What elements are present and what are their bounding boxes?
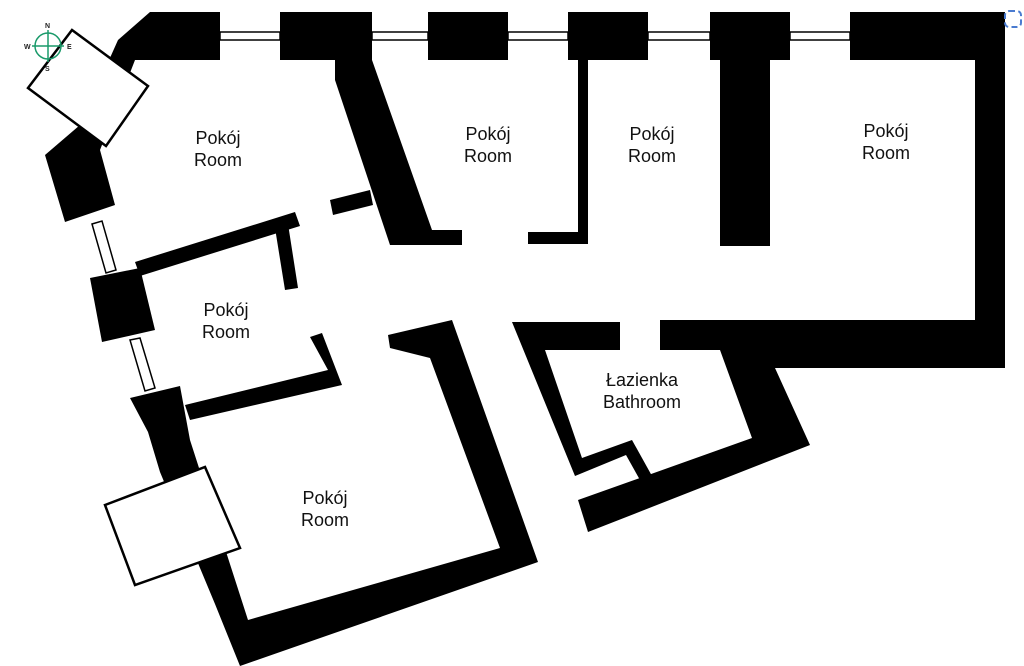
window: [91, 220, 117, 274]
wall-middle-bottom: [185, 333, 342, 420]
wall-bottom-left: [130, 320, 538, 666]
wall-left-block: [90, 268, 155, 342]
compass-s: S: [45, 66, 50, 73]
compass-icon: [32, 30, 64, 62]
wall-right: [578, 12, 1005, 532]
wall-top-left: [45, 12, 220, 222]
window: [371, 31, 429, 41]
wall-column-1: [280, 12, 462, 245]
balcony-bottom-left: [103, 465, 242, 587]
compass-e: E: [67, 44, 72, 51]
wall-middle-stub: [275, 224, 298, 290]
window: [507, 31, 569, 41]
window: [647, 31, 711, 41]
wall-block-2: [428, 12, 508, 60]
wall-middle-top: [135, 212, 300, 276]
compass-w: W: [24, 44, 31, 51]
compass-n: N: [45, 23, 50, 30]
window: [219, 31, 281, 41]
wall-column-3: [528, 12, 648, 244]
wall-small: [330, 190, 373, 215]
scan-icon[interactable]: [1004, 10, 1022, 28]
window: [129, 337, 156, 392]
balcony-top-left: [26, 28, 150, 148]
wall-column-4: [710, 12, 790, 246]
window: [789, 31, 851, 41]
wall-bathroom: [512, 322, 652, 480]
